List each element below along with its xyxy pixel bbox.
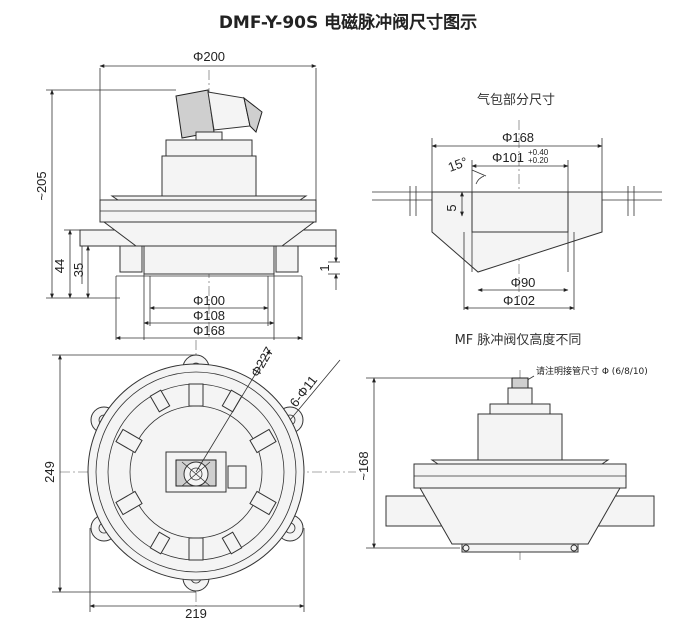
dim-phi168-front: Φ168	[193, 323, 225, 338]
pipe-fitting	[511, 377, 529, 389]
airbag-section-view: 气包部分尺寸 Φ168 Φ101 +0.40 +0.20 15°	[372, 92, 662, 310]
dim-phi101: Φ101	[492, 150, 524, 165]
dim-height-205: ~205	[34, 171, 49, 200]
dim-phi200: Φ200	[193, 49, 225, 64]
dim-angle-15: 15°	[446, 154, 470, 175]
mf-label: MF 脉冲阀仅高度不同	[455, 332, 582, 348]
front-view: Φ200 ~205 44 35 1 Φ100 Φ108 Φ168	[34, 49, 340, 340]
dim-1: 1	[317, 264, 332, 271]
dim-height-168: ~168	[356, 451, 371, 480]
dim-phi168-airbag: Φ168	[502, 130, 534, 145]
bolt-slots	[115, 383, 277, 561]
valve-cap	[165, 139, 253, 157]
dim-5: 5	[444, 204, 459, 211]
dim-phi102: Φ102	[503, 293, 535, 308]
tol-upper: +0.40	[528, 148, 549, 157]
dim-35: 35	[71, 263, 86, 277]
dim-249: 249	[42, 461, 57, 483]
dim-phi90: Φ90	[511, 275, 536, 290]
valve-body	[161, 155, 257, 197]
mf-valve-body	[477, 413, 563, 461]
outlet-tube	[143, 245, 275, 275]
dim-219: 219	[185, 606, 207, 621]
solenoid-coil	[175, 89, 263, 143]
dim-phi100: Φ100	[193, 293, 225, 308]
page-title: DMF-Y-90S 电磁脉冲阀尺寸图示	[219, 12, 477, 33]
mf-view: MF 脉冲阀仅高度不同 请注明接管尺寸 Φ (6/8/10) ~168	[356, 332, 655, 560]
top-view: Φ227 6-Φ11 249 219	[42, 340, 356, 621]
dim-phi108: Φ108	[193, 308, 225, 323]
airbag-label: 气包部分尺寸	[477, 92, 555, 108]
mf-note: 请注明接管尺寸 Φ (6/8/10)	[536, 365, 648, 377]
dim-phi227: Φ227	[248, 344, 277, 379]
dim-44: 44	[52, 259, 67, 273]
tol-lower: +0.20	[528, 156, 549, 165]
